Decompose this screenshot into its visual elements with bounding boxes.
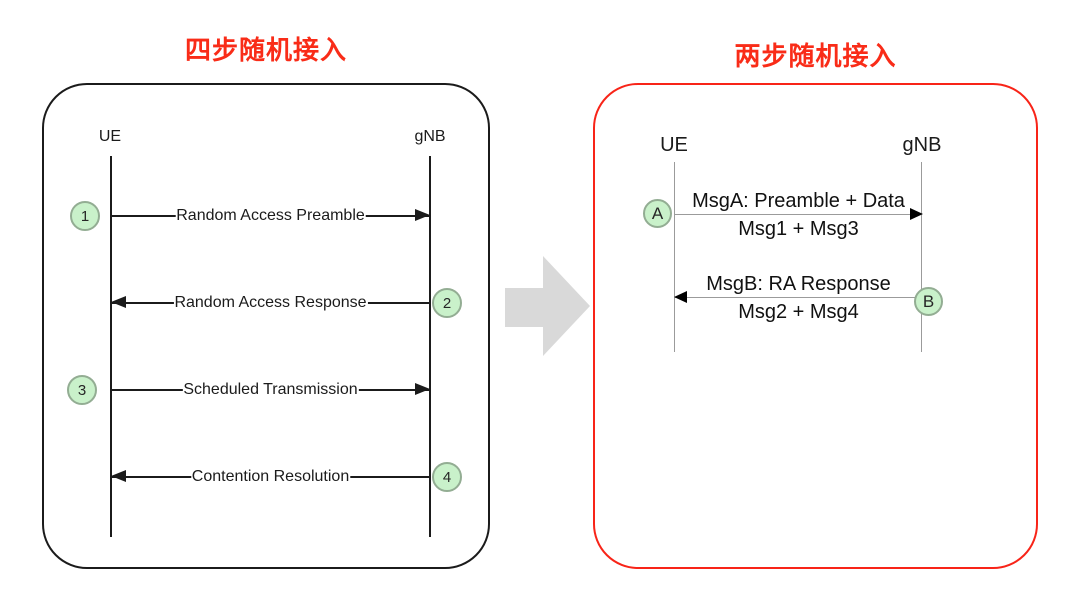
arrowhead-right-icon (910, 208, 923, 220)
message-label: Random Access Preamble (175, 207, 366, 225)
right-ue-lifeline (674, 162, 675, 352)
two-step-title: 两步随机接入 (734, 41, 897, 71)
arrowhead-right-icon (415, 209, 430, 221)
step-circle-a: A (643, 199, 672, 228)
left-ue-lifeline (110, 156, 112, 537)
message-line (675, 214, 922, 215)
two-step-panel-border (593, 83, 1038, 569)
left-gnb-label: gNB (414, 128, 446, 145)
right-gnb-lifeline (921, 162, 922, 352)
message-label: Random Access Response (173, 294, 368, 312)
step-circle-2: 2 (432, 288, 462, 318)
message-line (675, 297, 922, 298)
step-circle-3: 3 (67, 375, 97, 405)
arrowhead-right-icon (415, 383, 430, 395)
message-label: MsgB: RA Response (706, 273, 891, 295)
message-sublabel: Msg1 + Msg3 (738, 218, 859, 240)
step-circle-1: 1 (70, 201, 100, 231)
message-sublabel: Msg2 + Msg4 (738, 301, 859, 323)
right-gnb-label: gNB (902, 134, 942, 156)
step-circle-b: B (914, 287, 943, 316)
message-label: Contention Resolution (190, 468, 351, 486)
arrowhead-left-icon (111, 296, 126, 308)
step-circle-4: 4 (432, 462, 462, 492)
arrowhead-left-icon (111, 470, 126, 482)
transition-arrow-icon (505, 256, 590, 356)
four-step-panel-border (42, 83, 490, 569)
four-step-title: 四步随机接入 (184, 35, 347, 65)
message-label: MsgA: Preamble + Data (692, 190, 905, 212)
left-gnb-lifeline (429, 156, 431, 537)
message-label: Scheduled Transmission (182, 381, 359, 399)
right-ue-label: UE (660, 134, 688, 156)
arrowhead-left-icon (674, 291, 687, 303)
left-ue-label: UE (98, 128, 122, 145)
